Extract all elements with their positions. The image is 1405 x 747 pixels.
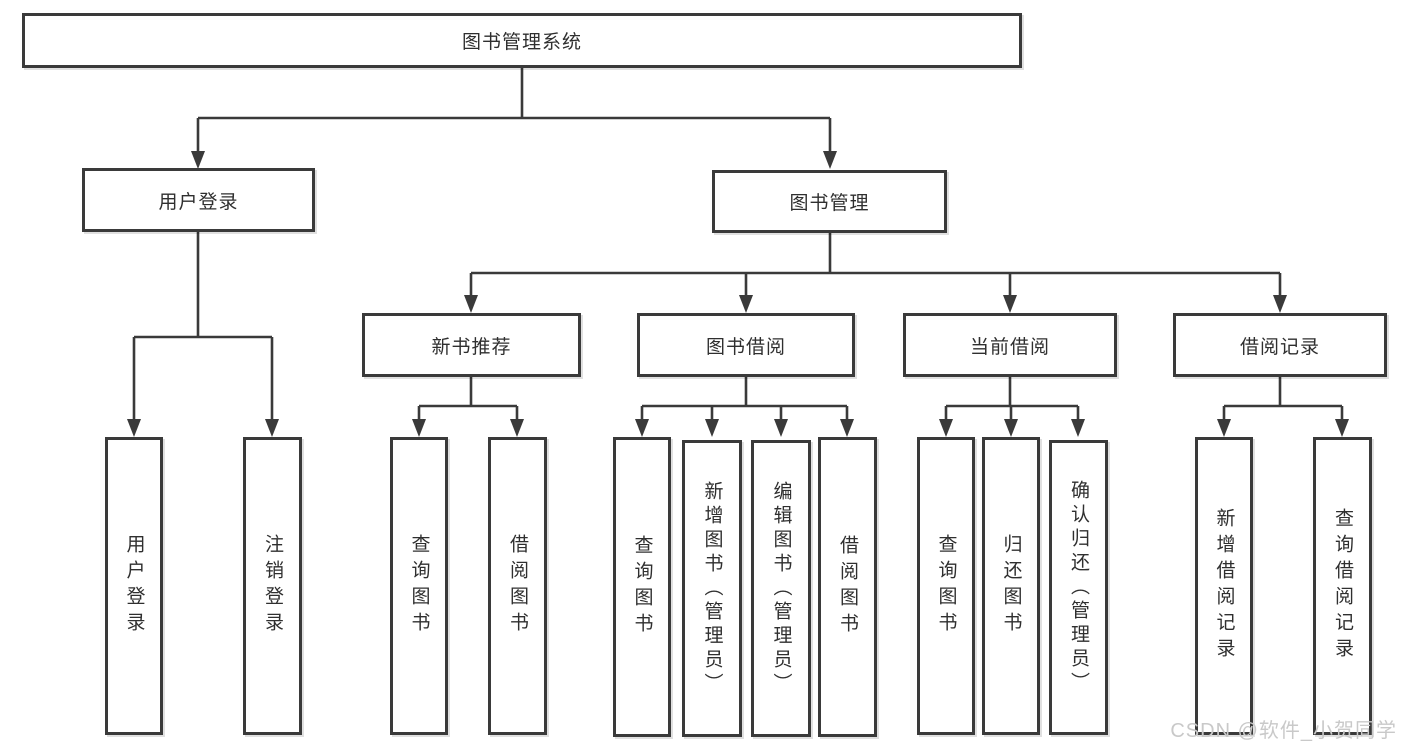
leaf-edit-book-admin: 编辑图书（管理员） (751, 440, 811, 737)
node-book-borrow: 图书借阅 (637, 313, 855, 377)
leaf-confirm-return-admin: 确认归还（管理员） (1049, 440, 1108, 735)
leaf-query-borrow-record: 查询借阅记录 (1313, 437, 1372, 735)
node-borrow-records-label: 借阅记录 (1239, 336, 1320, 358)
node-new-book-recommend-label: 新书推荐 (431, 336, 512, 358)
leaf-user-login: 用户登录 (105, 437, 163, 735)
leaf-logout-label: 注销登录 (262, 534, 283, 638)
leaf-query-books-recommend: 查询图书 (390, 437, 448, 735)
node-root-system: 图书管理系统 (22, 13, 1022, 68)
leaf-return-book-label: 归还图书 (1000, 534, 1022, 638)
leaf-query-borrow-record-label: 查询借阅记录 (1332, 508, 1353, 664)
leaf-add-book-admin-label: 新增图书（管理员） (701, 480, 723, 697)
node-new-book-recommend: 新书推荐 (362, 313, 581, 377)
leaf-borrow-books-recommend: 借阅图书 (488, 437, 547, 735)
leaf-add-book-admin: 新增图书（管理员） (682, 440, 742, 737)
node-root-label: 图书管理系统 (461, 32, 582, 53)
leaf-query-books-current-label: 查询图书 (935, 534, 957, 638)
leaf-edit-book-admin-label: 编辑图书（管理员） (770, 480, 792, 697)
leaf-borrow-books-recommend-label: 借阅图书 (507, 534, 528, 638)
leaf-borrow-books-label: 借阅图书 (837, 535, 858, 639)
leaf-query-books-borrow: 查询图书 (613, 437, 671, 737)
node-user-login: 用户登录 (82, 168, 315, 232)
leaf-confirm-return-admin-label: 确认归还（管理员） (1068, 479, 1089, 696)
leaf-borrow-books: 借阅图书 (818, 437, 877, 737)
node-current-borrow-label: 当前借阅 (969, 336, 1050, 358)
node-book-borrow-label: 图书借阅 (705, 336, 786, 358)
node-current-borrow: 当前借阅 (903, 313, 1117, 377)
leaf-user-login-label: 用户登录 (123, 534, 145, 638)
node-user-login-label: 用户登录 (158, 191, 239, 213)
leaf-query-books-recommend-label: 查询图书 (408, 534, 430, 638)
leaf-query-books-current: 查询图书 (917, 437, 975, 735)
leaf-add-borrow-record-label: 新增借阅记录 (1213, 508, 1235, 664)
csdn-watermark: CSDN @软件_小贺同学 (1170, 720, 1397, 742)
leaf-add-borrow-record: 新增借阅记录 (1195, 437, 1253, 735)
node-book-management-label: 图书管理 (789, 193, 870, 214)
leaf-query-books-borrow-label: 查询图书 (631, 535, 653, 639)
node-borrow-records: 借阅记录 (1173, 313, 1387, 377)
leaf-logout: 注销登录 (243, 437, 302, 735)
leaf-return-book: 归还图书 (982, 437, 1040, 735)
node-book-management: 图书管理 (712, 170, 947, 233)
